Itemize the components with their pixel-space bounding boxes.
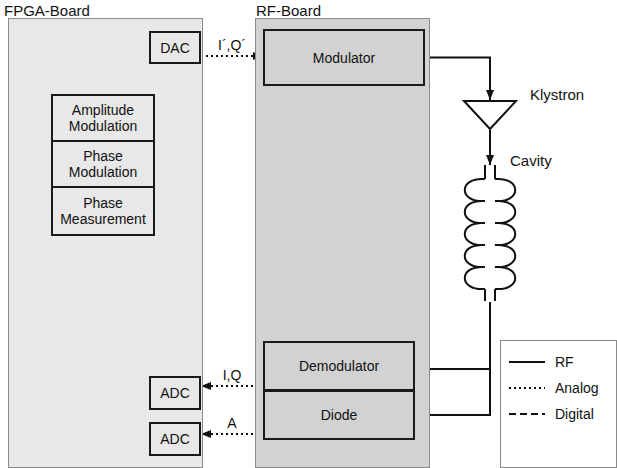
node-heading: RF-Board — [256, 2, 321, 19]
converter-box: ADC — [149, 422, 201, 456]
node-heading: FPGA-Board — [4, 2, 90, 19]
rf-connector — [489, 130, 491, 165]
box-label: DAC — [157, 40, 193, 56]
box-label: Demodulator — [296, 358, 382, 374]
process-box: Modulator — [263, 29, 425, 86]
legend-entry: Digital — [507, 401, 610, 427]
box-label: Modulator — [310, 50, 378, 66]
box-label: Phase Modulation — [53, 148, 153, 180]
legend-text: RF — [555, 354, 574, 370]
process-box: Amplitude Modulation — [51, 94, 155, 142]
legend-sample — [507, 357, 547, 367]
node-heading: Klystron — [530, 86, 584, 103]
klystron-triangle — [463, 100, 517, 130]
legend-entry: Analog — [507, 375, 610, 401]
cavity-symbol: Cavity — [458, 165, 522, 302]
legend-text: Digital — [555, 406, 594, 422]
node-heading: Cavity — [510, 152, 552, 169]
rf-board-panel: ModulatorDemodulatorDiodeRF-Board — [255, 18, 430, 468]
signal-name: A — [225, 415, 238, 431]
converter-box: DAC — [149, 31, 201, 64]
process-box: Diode — [263, 390, 415, 440]
analog-connector — [201, 55, 263, 57]
rf-connector — [425, 58, 490, 101]
signal-name: I´,Q´ — [216, 37, 248, 53]
legend-sample — [507, 383, 547, 393]
box-label: Phase Measurement — [53, 195, 153, 227]
analog-connector — [201, 385, 263, 387]
legend-entry: RF — [507, 349, 610, 375]
cavity-cells — [458, 165, 522, 302]
analog-connector — [201, 433, 263, 435]
converter-box: ADC — [149, 376, 201, 410]
klystron-symbol: Klystron — [463, 100, 517, 130]
process-box: Demodulator — [263, 341, 415, 391]
process-box: Phase Modulation — [51, 140, 155, 188]
box-label: Diode — [318, 407, 361, 423]
legend-box: RF AnalogDigital — [500, 340, 617, 468]
box-label: ADC — [157, 431, 193, 447]
box-label: ADC — [157, 385, 193, 401]
legend-sample — [507, 409, 547, 419]
process-box: Phase Measurement — [51, 186, 155, 236]
signal-name: I,Q — [221, 367, 244, 383]
box-label: Amplitude Modulation — [53, 102, 153, 134]
fpga-board-panel: DAC Amplitude ModulationPhase ModulationP… — [8, 18, 203, 468]
legend-text: Analog — [555, 380, 599, 396]
